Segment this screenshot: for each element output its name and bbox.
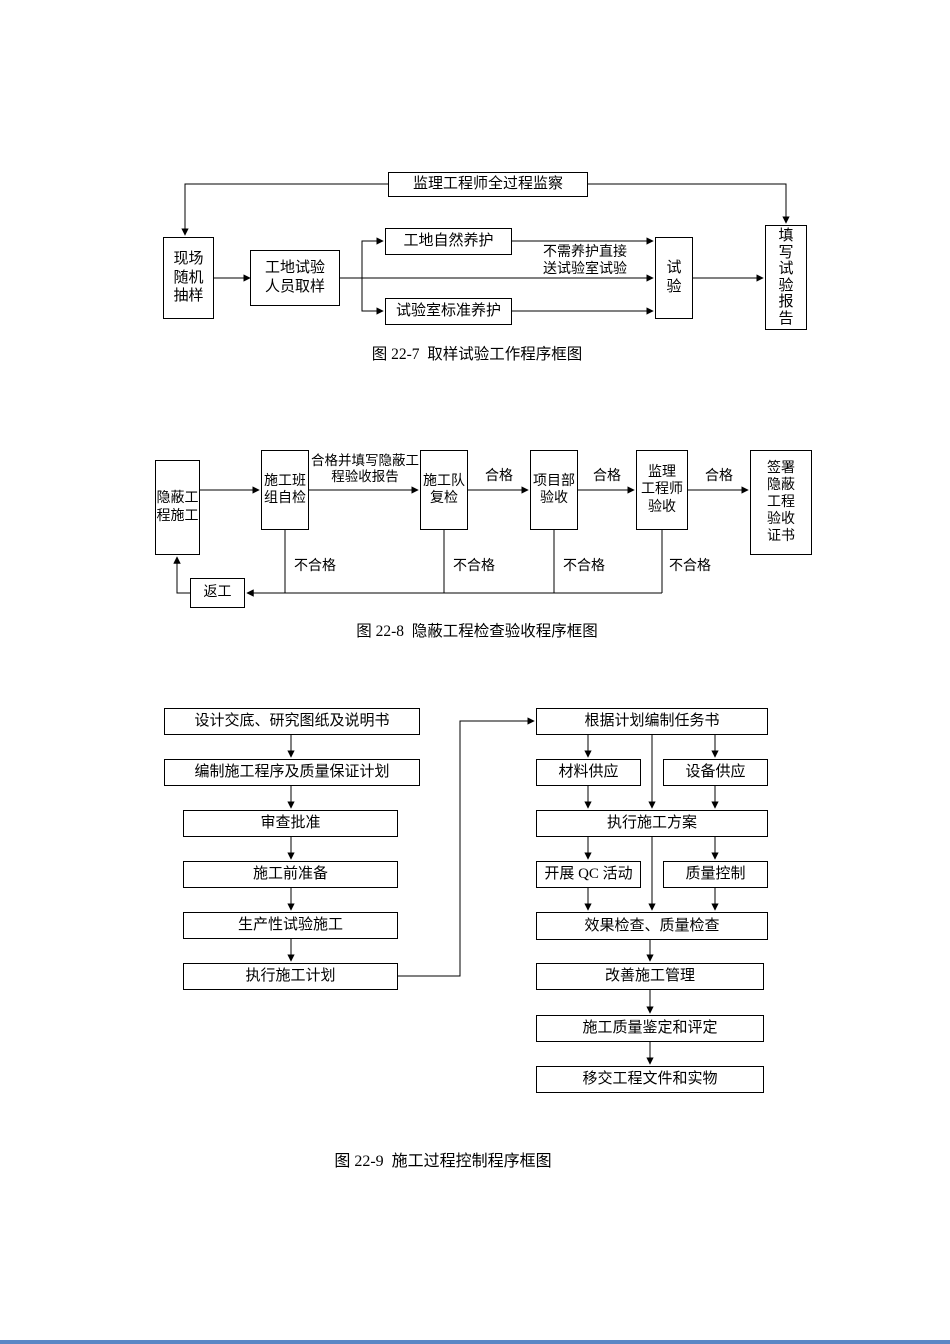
box-team-self-check: 施工班 组自检 [261, 450, 309, 530]
box-test-report: 填 写 试 验 报 告 [765, 225, 807, 330]
box-sampler: 工地试验 人员取样 [250, 250, 340, 306]
figure1-caption: 图 22-7 取样试验工作程序框图 [371, 346, 583, 363]
label-fail-3: 不合格 [563, 559, 605, 574]
figure2-caption: 图 22-8 隐蔽工程检查验收程序框图 [356, 623, 598, 640]
box-review-approval: 审查批准 [183, 810, 398, 837]
label-fail-1: 不合格 [294, 559, 336, 574]
label-pass-and-report: 合格并填写隐蔽工 程验收报告 [311, 453, 419, 484]
box-compile-procedure: 编制施工程序及质量保证计划 [164, 759, 420, 786]
box-design-briefing: 设计交底、研究图纸及说明书 [164, 708, 420, 735]
label-fail-2: 不合格 [453, 559, 495, 574]
box-trial-construction: 生产性试验施工 [183, 912, 398, 939]
box-crew-recheck: 施工队 复检 [420, 450, 468, 530]
box-task-book: 根据计划编制任务书 [536, 708, 768, 735]
box-rework: 返工 [190, 578, 245, 608]
label-direct-to-lab: 不需养护直接 送试验室试验 [543, 245, 627, 277]
box-supervisor-accept: 监理 工程师 验收 [636, 450, 688, 530]
label-pass-2: 合格 [593, 469, 621, 484]
box-quality-control: 质量控制 [663, 861, 768, 888]
figure3-caption: 图 22-9 施工过程控制程序框图 [334, 1153, 552, 1170]
box-sign-certificate: 签署 隐蔽 工程 验收 证书 [750, 450, 812, 555]
box-execute-scheme: 执行施工方案 [536, 810, 768, 837]
box-project-dept-accept: 项目部 验收 [530, 450, 578, 530]
box-qc-activity: 开展 QC 活动 [536, 861, 641, 888]
box-standard-curing: 试验室标准养护 [385, 298, 512, 325]
box-execute-plan: 执行施工计划 [183, 963, 398, 990]
box-test: 试 验 [655, 237, 693, 319]
box-material-supply: 材料供应 [536, 759, 641, 786]
box-improve-management: 改善施工管理 [536, 963, 764, 990]
page-bottom-border [0, 1340, 950, 1344]
box-hidden-work-construction: 隐蔽工 程施工 [155, 460, 200, 555]
label-pass-1: 合格 [485, 469, 513, 484]
box-supervision: 监理工程师全过程监察 [388, 172, 588, 197]
label-fail-4: 不合格 [669, 559, 711, 574]
box-pre-construction: 施工前准备 [183, 861, 398, 888]
box-effect-check: 效果检查、质量检查 [536, 912, 768, 940]
box-equipment-supply: 设备供应 [663, 759, 768, 786]
box-natural-curing: 工地自然养护 [385, 228, 512, 255]
label-pass-3: 合格 [705, 469, 733, 484]
box-quality-appraisal: 施工质量鉴定和评定 [536, 1015, 764, 1042]
box-site-sampling: 现场 随机 抽样 [163, 237, 214, 319]
box-handover: 移交工程文件和实物 [536, 1066, 764, 1093]
